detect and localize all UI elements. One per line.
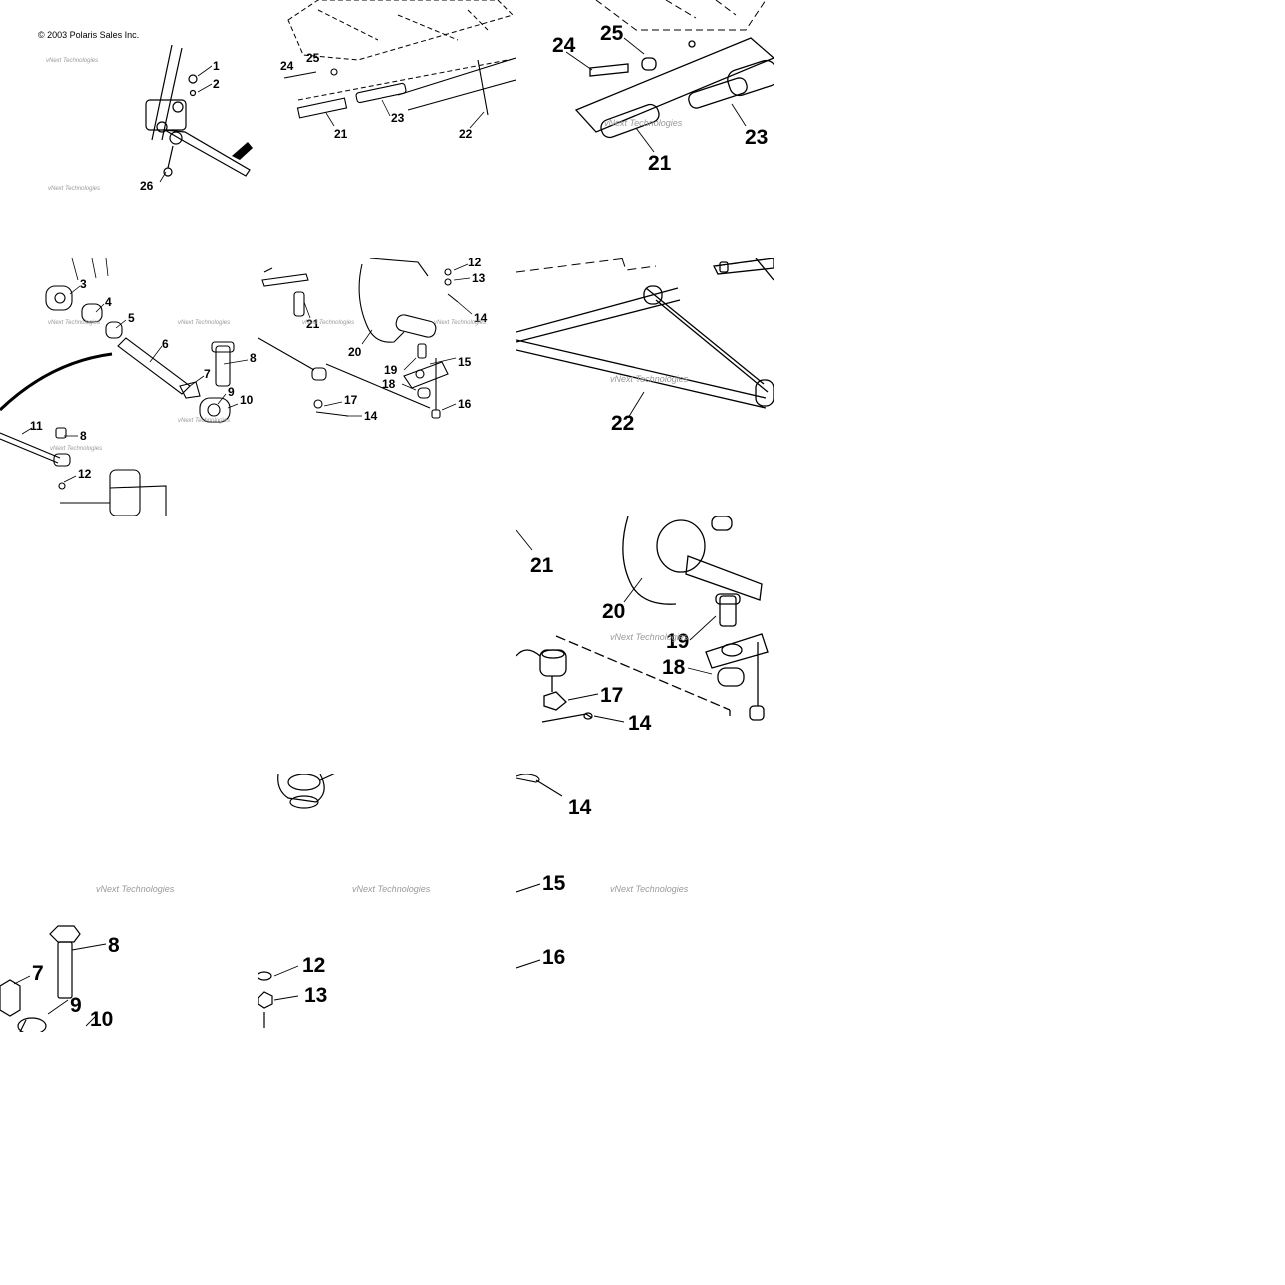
- part-label: 12: [302, 954, 325, 977]
- part-label: 7: [204, 367, 211, 381]
- watermark: vNext Technologies: [610, 632, 689, 642]
- part-label: 20: [602, 600, 625, 623]
- part-label: 14: [568, 796, 592, 819]
- part-label: 13: [304, 984, 327, 1007]
- spindle-zoom-drawing: 21 20 19 18 17 14 vNext Technologies: [516, 516, 769, 735]
- part-label: 6: [162, 337, 169, 351]
- tie-rod-upper-drawing: vNext Technologies vNext Technologies 1 …: [46, 44, 253, 193]
- part-label: 19: [384, 363, 398, 377]
- a-arm-overview-drawing: 24 25 23 21 22: [280, 0, 516, 141]
- part-label: 13: [472, 271, 486, 285]
- part-label: 7: [32, 962, 44, 985]
- watermark: vNext Technologies: [178, 320, 230, 326]
- part-label: 9: [228, 385, 235, 399]
- nut-zoom-drawing: 12 13 vNext Technologies: [258, 774, 431, 1028]
- part-label: 21: [334, 127, 348, 141]
- watermark: vNext Technologies: [352, 884, 431, 894]
- part-label: 18: [662, 656, 686, 679]
- part-label: 14: [474, 311, 488, 325]
- part-label: 25: [218, 258, 232, 259]
- part-label: 23: [745, 126, 768, 149]
- watermark: vNext Technologies: [96, 884, 175, 894]
- part-label: 16: [458, 397, 472, 411]
- part-label: 25: [600, 22, 624, 45]
- part-label: 15: [542, 872, 566, 895]
- diagram-tile-a-arm-overview: 24 25 23 21 22: [258, 0, 516, 258]
- part-label: 21: [648, 152, 672, 175]
- diagram-tile-a-arm-zoom: 22 vNext Technologies: [516, 258, 774, 516]
- watermark: vNext Technologies: [604, 118, 683, 128]
- diagram-tile-steering-overview: © 2003 Polaris Sales Inc. vNext Technolo…: [0, 0, 258, 258]
- part-label: 14: [364, 409, 378, 423]
- part-label: 22: [611, 412, 634, 435]
- part-label: 21: [530, 554, 554, 577]
- part-label: 8: [250, 351, 257, 365]
- part-label: 11: [30, 419, 43, 433]
- part-label: 1: [213, 59, 220, 73]
- fastener-zoom-drawing: 14 15 16 vNext Technologies: [516, 774, 689, 969]
- part-label: 10: [240, 393, 254, 407]
- diagram-tile-bolt-zoom: 8 7 9 10 vNext Technologies: [0, 774, 258, 1032]
- copyright-notice: © 2003 Polaris Sales Inc.: [38, 30, 140, 40]
- part-label: 24: [552, 34, 576, 57]
- part-label: 23: [391, 111, 405, 125]
- part-label: 15: [458, 355, 472, 369]
- part-label: 8: [80, 429, 87, 443]
- a-arm-bolts-zoom-drawing: 24 25 23 21 vNext Technologies: [552, 0, 774, 175]
- part-label: 17: [344, 393, 358, 407]
- part-label: 17: [600, 684, 623, 707]
- spindle-overview-drawing: 12 13 14 21 20 15 19 18 17 14 16 vNext T…: [258, 258, 488, 423]
- part-label: 20: [348, 345, 362, 359]
- direction-arrow-icon: [232, 142, 253, 160]
- part-label: 12: [468, 258, 482, 269]
- diagram-tile-a-arm-bolts-zoom: 24 25 23 21 vNext Technologies: [516, 0, 774, 258]
- part-label: 8: [108, 934, 120, 957]
- part-label: 26: [140, 179, 154, 193]
- part-label: 10: [90, 1008, 113, 1031]
- part-label: 22: [459, 127, 473, 141]
- diagram-tile-spindle-zoom: 21 20 19 18 17 14 vNext Technologies: [516, 516, 774, 774]
- watermark: vNext Technologies: [48, 186, 100, 192]
- bolt-zoom-drawing: 8 7 9 10 vNext Technologies: [0, 884, 175, 1032]
- watermark: vNext Technologies: [50, 446, 102, 452]
- part-label: 9: [70, 994, 82, 1017]
- watermark: vNext Technologies: [48, 320, 100, 326]
- tie-rod-assembly-drawing: 3 4 5 6 7 8 9 10 11 8 12 25 24 vNext Tec…: [0, 258, 257, 516]
- part-label: 3: [80, 277, 87, 291]
- watermark: vNext Technologies: [610, 884, 689, 894]
- part-label: 16: [542, 946, 565, 969]
- diagram-tile-fastener-zoom: 14 15 16 vNext Technologies: [516, 774, 774, 1032]
- part-label: 21: [306, 317, 320, 331]
- part-label: 19: [666, 630, 689, 653]
- diagram-tile-tie-rod-assembly: 3 4 5 6 7 8 9 10 11 8 12 25 24 vNext Tec…: [0, 258, 258, 516]
- part-label: 25: [306, 51, 320, 65]
- part-label: 4: [105, 295, 112, 309]
- diagram-tile-nut-zoom: 12 13 vNext Technologies: [258, 774, 516, 1032]
- watermark: vNext Technologies: [610, 374, 689, 384]
- watermark: vNext Technologies: [434, 320, 486, 326]
- part-label: 18: [382, 377, 396, 391]
- part-label: 2: [213, 77, 220, 91]
- part-label: 5: [128, 311, 135, 325]
- part-label: 12: [78, 467, 92, 481]
- a-arm-zoom-drawing: 22 vNext Technologies: [516, 258, 774, 435]
- part-label: 14: [628, 712, 652, 735]
- watermark: vNext Technologies: [46, 58, 98, 64]
- watermark: vNext Technologies: [178, 418, 230, 424]
- watermark: vNext Technologies: [302, 320, 354, 326]
- diagram-tile-spindle-overview: 12 13 14 21 20 15 19 18 17 14 16 vNext T…: [258, 258, 516, 516]
- part-label: 24: [280, 59, 294, 73]
